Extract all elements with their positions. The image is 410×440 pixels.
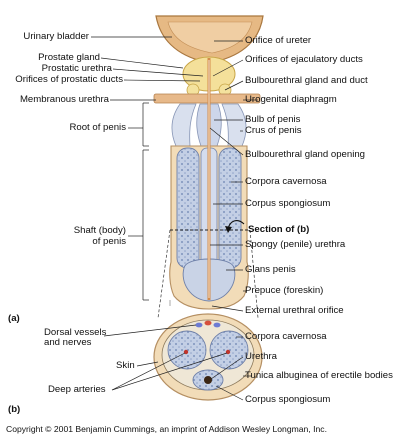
label-orifices-ejaculatory: Orifices of ejaculatory ducts [245,54,363,65]
label-deep-arteries: Deep arteries [48,384,106,395]
label-skin: Skin [116,360,135,371]
corpus-cavernosum-right [218,147,242,269]
label-bulb-of-penis: Bulb of penis [245,114,301,125]
label-membranous-urethra: Membranous urethra [19,94,109,105]
dorsal-vessel-2 [204,320,212,326]
bladder-wall-inner [167,21,253,54]
label-corpora-cavernosa-b: Corpora cavernosa [245,331,327,342]
label-tunica: Tunica albuginea of erectile bodies [245,370,393,381]
label-crus-of-penis: Crus of penis [245,125,302,136]
crus-left [171,103,197,147]
projection-left [157,229,171,319]
corpus-cavernosum-left [176,147,200,269]
label-section-of-b: Section of (b) [248,224,310,235]
label-external-orifice: External urethral orifice [245,305,344,316]
label-bulbourethral-gland-duct: Bulbourethral gland and duct [245,75,368,86]
label-spongy-urethra: Spongy (penile) urethra [245,239,346,250]
label-dorsal-line2: and nerves [44,337,92,348]
urethra-section [204,376,212,384]
panel-label-a: (a) [8,313,20,324]
section-arrow-head [225,226,232,233]
crus-right [221,103,247,147]
label-prostate-gland: Prostate gland [38,52,100,63]
label-urinary-bladder: Urinary bladder [23,31,89,42]
corpus-cavernosum-left-section [167,330,207,370]
label-orifices-prostatic-ducts: Orifices of prostatic ducts [15,74,123,85]
leader-lines [91,36,258,401]
dorsal-vessel-3 [213,322,221,328]
label-bulbourethral-opening: Bulbourethral gland opening [245,149,366,160]
panel-label-b: (b) [8,404,21,415]
label-urethra-b: Urethra [245,351,277,362]
label-orifice-ureter: Orifice of ureter [245,35,312,46]
urogenital-diaphragm [153,93,261,104]
label-prostatic-urethra: Prostatic urethra [41,63,112,74]
dorsal-vessel-1 [195,322,203,328]
label-corpora-cavernosa: Corpora cavernosa [245,176,327,187]
label-dorsal-line1: Dorsal vessels [44,327,107,338]
label-corpus-spongiosum-b: Corpus spongiosum [245,394,331,405]
label-shaft-line1: Shaft (body) [73,225,126,236]
label-corpus-spongiosum: Corpus spongiosum [245,198,331,209]
label-prepuce: Prepuce (foreskin) [245,285,324,296]
label-urogenital-diaphragm: Urogenital diaphragm [245,94,337,105]
label-glans-penis: Glans penis [245,264,296,275]
label-shaft-line2: of penis [92,236,126,247]
label-root-of-penis: Root of penis [69,122,126,133]
copyright-notice: Copyright © 2001 Benjamin Cummings, an i… [6,424,327,434]
corpus-cavernosum-right-section [209,330,249,370]
